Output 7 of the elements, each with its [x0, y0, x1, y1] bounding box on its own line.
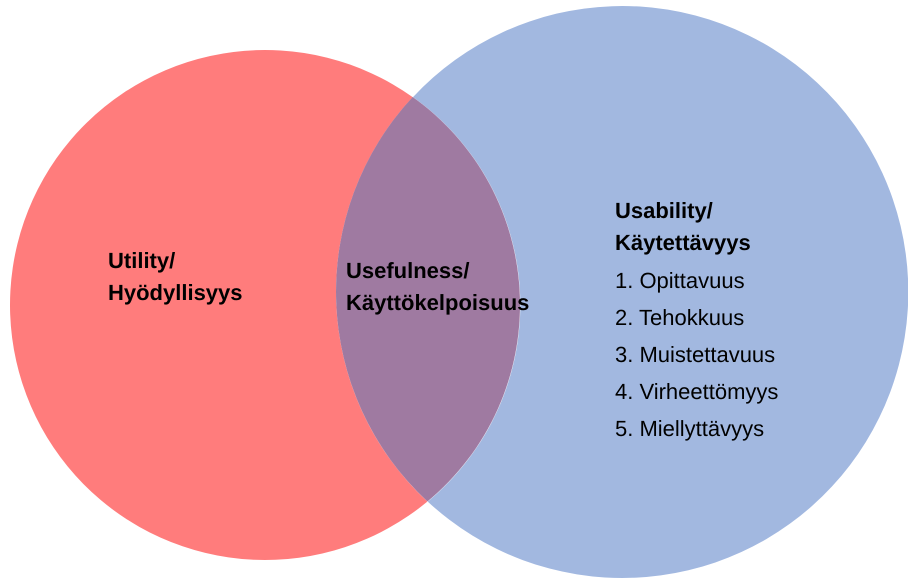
- list-item: 4. Virheettömyys: [614, 378, 778, 406]
- list-item: 2. Tehokkuus: [614, 304, 744, 332]
- list-item: 1. Opittavuus: [614, 267, 745, 295]
- heading-text: Usability/ Käytettävyys: [614, 197, 752, 257]
- list-item: 5. Miellyttävyys: [614, 415, 764, 443]
- heading-text: Utility/ Hyödyllisyys: [108, 247, 244, 307]
- list-item: 3. Muistettavuus: [614, 341, 776, 369]
